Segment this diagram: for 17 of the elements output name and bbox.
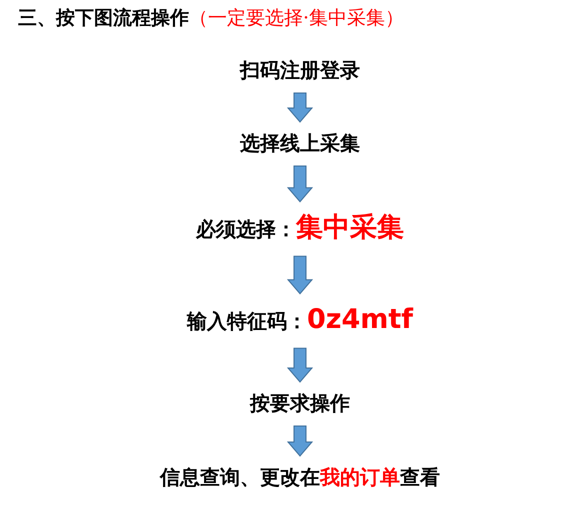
down-arrow	[286, 426, 314, 457]
down-arrow	[286, 256, 314, 295]
step-text: 我的订单	[320, 464, 400, 491]
step-text: 查看	[400, 464, 440, 491]
step-text: 扫码注册登录	[240, 57, 360, 84]
step-text: 输入特征码：	[186, 308, 307, 335]
step-text: 集中采集	[296, 210, 404, 245]
step-text: 必须选择：	[196, 216, 296, 243]
down-arrow	[286, 348, 314, 383]
down-arrow	[286, 166, 314, 203]
step-text: 0z4mtf	[306, 302, 414, 337]
step-text: 选择线上采集	[240, 130, 360, 157]
step-text: 信息查询、更改在	[160, 464, 320, 491]
step-text: 按要求操作	[250, 390, 350, 417]
heading-note: （一定要选择·集中采集）	[189, 6, 404, 31]
heading: 三、按下图流程操作	[18, 6, 189, 31]
down-arrow	[286, 92, 314, 123]
